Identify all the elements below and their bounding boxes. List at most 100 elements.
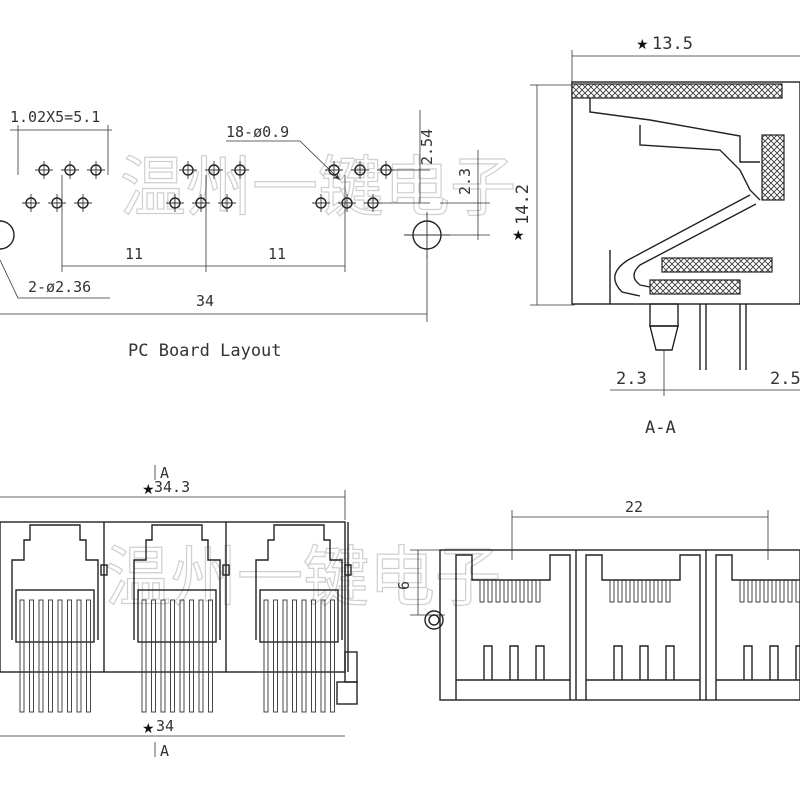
bottom-port-pin (511, 579, 517, 603)
rj45-pin (179, 599, 185, 713)
spacing-label-2: 11 (268, 245, 286, 263)
bottom-view: 22 6 (395, 498, 800, 701)
rj45-pin (160, 599, 166, 713)
peg-circle-inner (428, 614, 440, 626)
overall-width-label: 34 (196, 292, 214, 310)
rj45-pin (29, 599, 34, 713)
side-latch (344, 651, 358, 683)
section-view: ★ 13.5 ★ 14.2 2.3 2.5 A (512, 34, 800, 438)
bottom-port-pin (633, 579, 639, 603)
rj45-ports (11, 522, 352, 713)
section-mark-top: A (160, 464, 169, 482)
bottom-port-pin (771, 579, 777, 603)
rj45-port-outline (255, 524, 343, 640)
spring-contact-outer (614, 194, 751, 297)
section-title: A-A (645, 418, 676, 438)
bottom-port-pin (609, 579, 615, 603)
top-width-star: ★ (142, 482, 155, 498)
peg-tip (649, 325, 679, 351)
watermark: 温州一键电子 温州一键电子 (104, 148, 516, 616)
bottom-port-pin (495, 579, 501, 603)
bottom-port-pin (519, 579, 525, 603)
rj45-contact-block (259, 589, 339, 643)
bottom-port-pin (535, 579, 541, 603)
bottom-port-pin (779, 579, 785, 603)
spring-contact-inner (633, 203, 757, 288)
height-label: 6 (395, 581, 413, 590)
bottom-port-outline (585, 554, 701, 700)
front-view: ★ 34.3 A ★ 34 A (0, 464, 358, 760)
bottom-port-pin (641, 579, 647, 603)
port-divider-notch (100, 564, 108, 576)
bottom-port-lead (769, 645, 779, 680)
rj45-pin (330, 599, 335, 713)
bottom-port-lead (613, 645, 623, 680)
bottom-width-label: 34 (156, 717, 174, 735)
bottom-port-lead (665, 645, 675, 680)
rj45-pin (273, 599, 278, 713)
port-divider-notch (222, 564, 230, 576)
rj45-pin (141, 599, 147, 713)
side-latch-foot (336, 681, 358, 705)
pin-hole-leader (226, 140, 341, 181)
rj45-pin (170, 599, 175, 713)
peg-circle-outer (424, 610, 444, 630)
pcb-layout: 1.02X5=5.1 18-ø0.9 2.54 2.3 11 11 2-ø2.3… (0, 108, 490, 361)
bottom-port-pin (763, 579, 769, 603)
pitch-label: 1.02X5=5.1 (10, 108, 100, 126)
bottom-port-lead (535, 645, 545, 680)
port-divider-notch (344, 564, 352, 576)
height-star: ★ (512, 228, 525, 244)
depth-star: ★ (636, 37, 649, 53)
rj45-pin (19, 599, 25, 713)
bottom-housing (439, 549, 800, 701)
rj45-pin (189, 599, 194, 713)
top-wall-hatch (571, 83, 783, 99)
mount-hole-left (0, 220, 15, 250)
bottom-port-outline (715, 554, 800, 700)
bottom-port-pin (487, 579, 493, 603)
pcb-layout-title: PC Board Layout (128, 341, 282, 361)
rj45-port-outline (11, 524, 99, 640)
height-label: 14.2 (513, 184, 533, 225)
mount-hole-label: 2-ø2.36 (28, 278, 91, 296)
right-wall-hatch (761, 134, 785, 201)
bottom-port-pin (503, 579, 509, 603)
pin-offset-right-label: 2.5 (770, 369, 800, 389)
bottom-port-lead (795, 645, 800, 680)
row-offset-label: 2.54 (418, 129, 436, 165)
bottom-port-pin (665, 579, 671, 603)
mount-offset-label: 2.3 (456, 168, 474, 195)
rj45-pin (151, 599, 156, 713)
bottom-port-pin (755, 579, 761, 603)
bottom-port-pin (617, 579, 623, 603)
bottom-port-pin (649, 579, 655, 603)
rj45-contact-block (137, 589, 217, 643)
bottom-port-pin (625, 579, 631, 603)
watermark-text-1: 温州一键电子 (120, 149, 516, 226)
rj45-port-outline (133, 524, 221, 640)
cavity-upper (589, 98, 760, 163)
rj45-pin (263, 599, 269, 713)
section-mark-bottom: A (160, 742, 169, 760)
bottom-plate-hatch (661, 257, 773, 273)
mount-hole-leader (0, 259, 110, 299)
rj45-pin (38, 599, 44, 713)
pin-holes (22, 161, 395, 212)
rj45-pin (57, 599, 63, 713)
bottom-ports (455, 550, 800, 700)
cavity-middle (639, 125, 761, 201)
rj45-pin (311, 599, 316, 713)
bottom-port-pin (657, 579, 663, 603)
pin-offset-left-label: 2.3 (616, 369, 647, 389)
depth-label: 13.5 (652, 34, 693, 54)
peg (649, 303, 679, 327)
rj45-pin (198, 599, 204, 713)
rj45-pin (301, 599, 307, 713)
rj45-pin (320, 599, 326, 713)
bottom-port-lead (509, 645, 519, 680)
pin-hole-label: 18-ø0.9 (226, 123, 289, 141)
rj45-pin (67, 599, 72, 713)
bottom-port-pin (527, 579, 533, 603)
